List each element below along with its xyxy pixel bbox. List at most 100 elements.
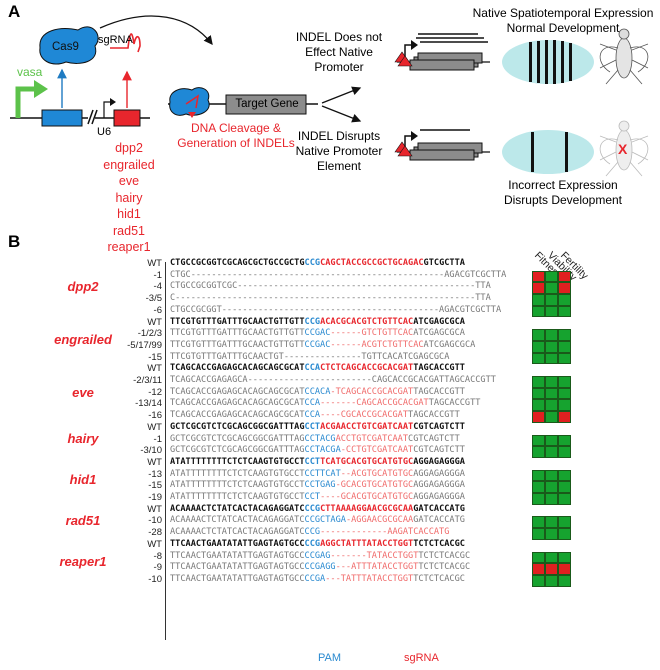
row-label-indel: -8 bbox=[153, 550, 162, 562]
embryo-normal-icon bbox=[502, 40, 594, 84]
gene-list-item: hairy bbox=[115, 190, 143, 205]
fitness-cell bbox=[545, 528, 558, 540]
fitness-cell bbox=[532, 551, 545, 564]
indel-sequence: TTCAACTGAATATATTGAGTAGTGCCCCGAG-------TA… bbox=[170, 550, 471, 561]
fitness-cell bbox=[532, 516, 545, 529]
row-label-indel: -1/2/3 bbox=[137, 328, 162, 340]
sgrna-label: sgRNA bbox=[98, 34, 133, 46]
gene-list-item: rad51 bbox=[113, 223, 145, 238]
row-label-indel: -10 bbox=[148, 515, 162, 527]
row-label-indel: -4 bbox=[153, 281, 162, 293]
fitness-cell bbox=[532, 352, 545, 365]
panel-a-label: A bbox=[8, 2, 21, 21]
fitness-cell bbox=[545, 469, 558, 482]
wt-sequence: TCAGCACCGAGAGCACAGCAGCGCATCCACTCTCAGCACC… bbox=[170, 363, 465, 374]
gene-label: reaper1 bbox=[59, 554, 107, 570]
fitness-cell bbox=[545, 399, 558, 412]
fitness-cell bbox=[545, 329, 558, 341]
fitness-cell bbox=[545, 352, 558, 365]
row-label-wt: WT bbox=[147, 421, 162, 433]
fitness-cell bbox=[532, 469, 545, 482]
indel-sequence: TTCGTGTTTGATTTGCAACTGTTGTTCCGAC------ACG… bbox=[170, 339, 476, 350]
branch-arrow-up bbox=[321, 86, 362, 104]
indel-sequence: TTCAACTGAATATATTGAGTAGTGCCCCGA---TATTTAT… bbox=[170, 573, 465, 584]
fitness-cell bbox=[545, 574, 558, 587]
fitness-cell bbox=[532, 493, 545, 505]
row-label-wt: WT bbox=[147, 538, 162, 550]
fitness-cell bbox=[545, 563, 558, 575]
wt-sequence: TTCAACTGAATATATTGAGTAGTGCCCCGAGGCTATTTAT… bbox=[170, 538, 465, 549]
row-label-indel: -3/10 bbox=[140, 445, 162, 457]
gene-list-item: reaper1 bbox=[107, 240, 151, 254]
indel-sequence: TCAGCACCGAGAGCA------------------------C… bbox=[170, 375, 496, 385]
cas9-label: Cas9 bbox=[52, 41, 79, 53]
row-label-indel: -28 bbox=[148, 527, 162, 539]
wt-sequence: ACAAAACTCTATCACTACAGAGGATCCCGCTTAAAAGGAA… bbox=[170, 503, 465, 514]
gene-list-item: engrailed bbox=[103, 157, 155, 172]
indel-sequence: TTCGTGTTTGATTTGCAACTGT---------------TGT… bbox=[170, 351, 450, 362]
row-label-indel: -16 bbox=[148, 410, 162, 422]
fitness-cell bbox=[545, 376, 558, 388]
sgrna-gene-box bbox=[113, 109, 141, 127]
cleavage-label: DNA Cleavage & Generation of INDELs bbox=[177, 121, 295, 150]
fitness-cell bbox=[545, 294, 558, 306]
cas9-protein-icon bbox=[39, 26, 99, 65]
upper-outcome-construct bbox=[394, 33, 490, 71]
sgrna-target-gene-list: dpp2 engrailed eve hairy hid1 rad51 reap… bbox=[94, 140, 164, 256]
embryo-disrupted-icon bbox=[502, 130, 594, 174]
fitness-cell bbox=[558, 411, 571, 423]
row-label-indel: -15 bbox=[148, 480, 162, 492]
fitness-cell bbox=[558, 551, 571, 564]
u6-promoter-arrow bbox=[103, 101, 111, 118]
fitness-cell bbox=[532, 399, 545, 412]
fitness-cell bbox=[545, 516, 558, 529]
indel-disrupts-label: INDEL Disrupts Native Promoter Element bbox=[295, 129, 383, 173]
row-label-indel: -13/14 bbox=[135, 398, 162, 410]
row-label-indel: -2/3/11 bbox=[133, 375, 162, 386]
gene-label: hairy bbox=[67, 431, 99, 447]
row-label-indel: -9 bbox=[153, 562, 162, 574]
indel-sequence: TCAGCACCGAGAGCACAGCAGCGCATCCA----CGCACCG… bbox=[170, 410, 460, 421]
native-expression-label: Native Spatiotemporal Expression Normal … bbox=[472, 6, 654, 35]
row-label-wt: WT bbox=[147, 503, 162, 515]
sgrna-legend-label: sgRNA bbox=[404, 652, 439, 664]
fly-normal-icon bbox=[599, 28, 649, 85]
fitness-cell bbox=[558, 528, 571, 540]
fitness-cell bbox=[558, 493, 571, 505]
fly-dead-icon bbox=[599, 120, 649, 177]
fitness-cell bbox=[532, 563, 545, 575]
indel-sequence: ACAAAACTCTATCACTACAGAGGATCCCGCTAGA-AGGAA… bbox=[170, 515, 465, 526]
pam-label: PAM bbox=[318, 652, 342, 664]
vasa-promoter-arrow bbox=[15, 86, 36, 118]
vasa-label: vasa bbox=[17, 65, 43, 79]
fitness-cell bbox=[545, 387, 558, 400]
indel-sequence: ATATTTTTTTTCTCTCAAGTGTGCCTCCT----GCACGTG… bbox=[170, 492, 465, 502]
row-label-wt: WT bbox=[147, 363, 162, 375]
indel-sequence: TCAGCACCGAGAGCACAGCAGCGCATCCA-------CAGC… bbox=[170, 398, 481, 409]
incorrect-expression-label: Incorrect Expression Disrupts Developmen… bbox=[503, 178, 623, 207]
lethal-x-mark: X bbox=[618, 141, 628, 157]
fitness-cell bbox=[545, 305, 558, 318]
fitness-cell bbox=[545, 481, 558, 493]
gene-list-item: eve bbox=[118, 174, 140, 188]
gene-label: dpp2 bbox=[67, 279, 99, 295]
target-gene-label: Target Gene bbox=[235, 98, 299, 110]
sgrna-squiggle-icon bbox=[110, 33, 141, 53]
u6-label: U6 bbox=[97, 126, 112, 138]
row-label-indel: -15 bbox=[148, 351, 162, 363]
fitness-cell bbox=[532, 434, 545, 447]
fitness-cell bbox=[532, 387, 545, 400]
indel-sequence: TTCAACTGAATATATTGAGTAGTGCCCCGAGG---ATTTA… bbox=[170, 562, 471, 573]
assembly-curved-arrow bbox=[99, 15, 213, 46]
indel-sequence: ACAAAACTCTATCACTACAGAGGATCCCG-----------… bbox=[170, 527, 450, 538]
fitness-cell bbox=[532, 376, 545, 388]
fitness-cell bbox=[558, 282, 571, 295]
fitness-cell bbox=[545, 282, 558, 295]
panel-a-diagram bbox=[10, 15, 649, 177]
row-label-indel: -1 bbox=[153, 433, 162, 445]
wt-sequence: GCTCGCGTCTCGCAGCGGCGATTTAGCCTACGAACCTGTC… bbox=[170, 421, 465, 432]
fitness-cell bbox=[558, 270, 571, 283]
fitness-cell bbox=[532, 528, 545, 540]
row-label-indel: -1 bbox=[153, 269, 162, 281]
fitness-cell bbox=[532, 574, 545, 587]
